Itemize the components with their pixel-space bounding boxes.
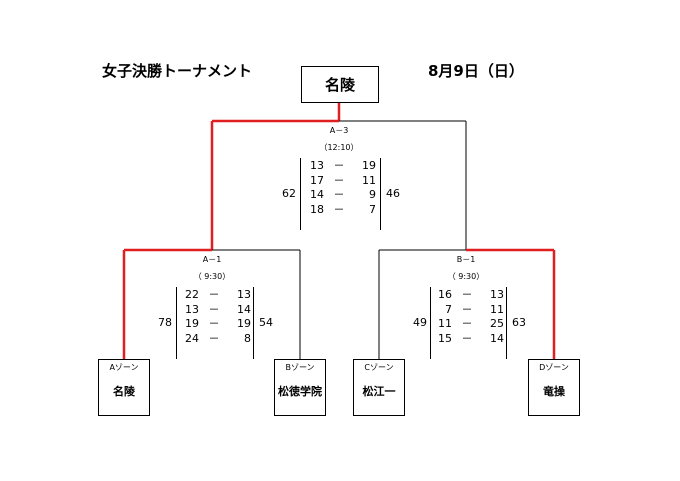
zone-label: Aゾーン <box>109 363 139 372</box>
final-match-label: A－3 <box>329 126 349 135</box>
quarter-left-score: 11 <box>438 317 452 330</box>
quarter-right-score: 19 <box>237 317 251 330</box>
quarter-row: 19 － 19 <box>177 317 251 332</box>
final-time: （12:10） <box>319 143 359 152</box>
team-name: 松江一 <box>362 385 396 398</box>
semi-b-right-total: 63 <box>512 316 526 329</box>
quarter-left-score: 14 <box>310 188 324 201</box>
zone-label: Dゾーン <box>539 363 569 372</box>
semi-a-left-total: 78 <box>158 316 172 329</box>
semi-a-time: （ 9:30） <box>193 272 231 281</box>
semi-a-score-bar-left <box>176 287 177 359</box>
quarter-dash: － <box>461 288 473 301</box>
quarter-dash: － <box>208 317 220 330</box>
semi-b-match-label: B－1 <box>456 255 476 264</box>
semi-a-match-label: A－1 <box>202 255 222 264</box>
quarter-row: 13 － 14 <box>177 303 251 318</box>
quarter-right-score: 8 <box>244 331 251 345</box>
quarter-row: 18 － 7 <box>302 203 376 218</box>
quarter-dash: － <box>208 288 220 301</box>
quarter-row: 22 － 13 <box>177 288 251 303</box>
quarter-dash: － <box>461 317 473 330</box>
champion-box: 名陵 <box>301 66 379 103</box>
quarter-row: 17 － 11 <box>302 174 376 189</box>
final-score-table: 13 － 19 17 － 11 14 － 9 18 － 7 <box>302 159 376 217</box>
quarter-dash: － <box>208 302 220 316</box>
quarter-right-score: 11 <box>362 173 376 187</box>
quarter-left-score: 24 <box>185 331 199 345</box>
quarter-left-score: 7 <box>445 302 452 316</box>
semi-b-score-bar-right <box>506 287 507 359</box>
quarter-dash: － <box>333 202 345 216</box>
semi-b-score-bar-left <box>430 287 431 359</box>
tournament-date: 8月9日（日） <box>428 62 524 80</box>
team-name: 竜操 <box>543 385 565 398</box>
quarter-row: 7 － 11 <box>430 303 504 318</box>
team-box-d: Dゾーン 竜操 <box>528 359 580 416</box>
quarter-dash: － <box>208 331 220 345</box>
quarter-left-score: 19 <box>185 317 199 330</box>
quarter-left-score: 15 <box>438 331 452 345</box>
team-name: 名陵 <box>113 385 135 398</box>
quarter-left-score: 18 <box>310 202 324 216</box>
final-score-bar-right <box>380 158 381 230</box>
final-left-total: 62 <box>282 187 296 200</box>
quarter-row: 13 － 19 <box>302 159 376 174</box>
team-name: 松徳学院 <box>278 385 322 398</box>
quarter-row: 14 － 9 <box>302 188 376 203</box>
quarter-left-score: 17 <box>310 173 324 187</box>
quarter-dash: － <box>333 159 345 172</box>
quarter-left-score: 16 <box>438 288 452 301</box>
zone-label: Bゾーン <box>285 363 315 372</box>
quarter-right-score: 14 <box>237 302 251 316</box>
quarter-right-score: 13 <box>490 288 504 301</box>
quarter-left-score: 22 <box>185 288 199 301</box>
quarter-right-score: 14 <box>490 331 504 345</box>
quarter-dash: － <box>333 188 345 201</box>
quarter-right-score: 19 <box>362 159 376 172</box>
quarter-dash: － <box>461 331 473 345</box>
quarter-right-score: 13 <box>237 288 251 301</box>
zone-label: Cゾーン <box>364 363 394 372</box>
page-title: 女子決勝トーナメント <box>102 62 253 80</box>
quarter-row: 24 － 8 <box>177 332 251 347</box>
quarter-row: 16 － 13 <box>430 288 504 303</box>
quarter-dash: － <box>461 302 473 316</box>
quarter-row: 15 － 14 <box>430 332 504 347</box>
team-box-b: Bゾーン 松徳学院 <box>274 359 326 416</box>
quarter-right-score: 11 <box>490 302 504 316</box>
quarter-left-score: 13 <box>185 302 199 316</box>
team-box-c: Cゾーン 松江一 <box>353 359 405 416</box>
semi-b-score-table: 16 － 13 7 － 11 11 － 25 15 － 14 <box>430 288 504 346</box>
semi-a-right-total: 54 <box>259 316 273 329</box>
semi-a-score-bar-right <box>253 287 254 359</box>
quarter-right-score: 25 <box>490 317 504 330</box>
quarter-row: 11 － 25 <box>430 317 504 332</box>
final-right-total: 46 <box>386 187 400 200</box>
champion-name: 名陵 <box>324 76 355 94</box>
semi-b-time: （ 9:30） <box>447 272 485 281</box>
semi-b-left-total: 49 <box>413 316 427 329</box>
final-score-bar-left <box>300 158 301 230</box>
quarter-dash: － <box>333 173 345 187</box>
semi-a-score-table: 22 － 13 13 － 14 19 － 19 24 － 8 <box>177 288 251 346</box>
quarter-left-score: 13 <box>310 159 324 172</box>
team-box-a: Aゾーン 名陵 <box>98 359 150 416</box>
quarter-right-score: 9 <box>369 188 376 201</box>
quarter-right-score: 7 <box>369 202 376 216</box>
